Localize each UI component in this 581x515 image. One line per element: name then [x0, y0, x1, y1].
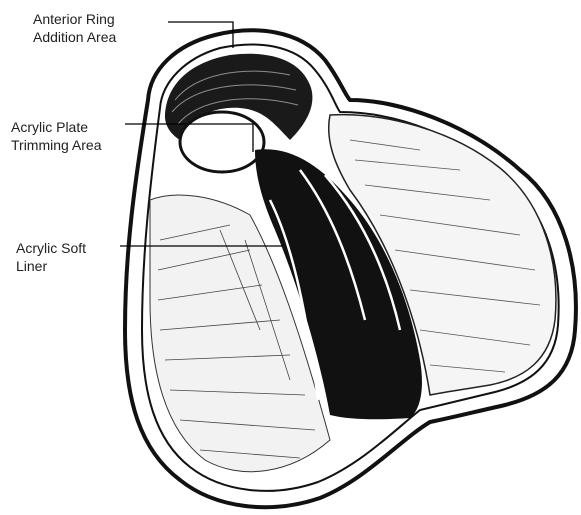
- label-plate-trimming-line2: Trimming Area: [11, 136, 102, 154]
- label-anterior-ring-line1: Anterior Ring: [33, 10, 116, 28]
- label-soft-liner-line2: Liner: [16, 257, 86, 275]
- label-anterior-ring: Anterior Ring Addition Area: [33, 10, 116, 46]
- label-soft-liner: Acrylic Soft Liner: [16, 239, 86, 275]
- label-soft-liner-line1: Acrylic Soft: [16, 239, 86, 257]
- label-plate-trimming: Acrylic Plate Trimming Area: [11, 118, 102, 154]
- plate-trimming-opening: [180, 112, 264, 172]
- label-anterior-ring-line2: Addition Area: [33, 28, 116, 46]
- label-plate-trimming-line1: Acrylic Plate: [11, 118, 102, 136]
